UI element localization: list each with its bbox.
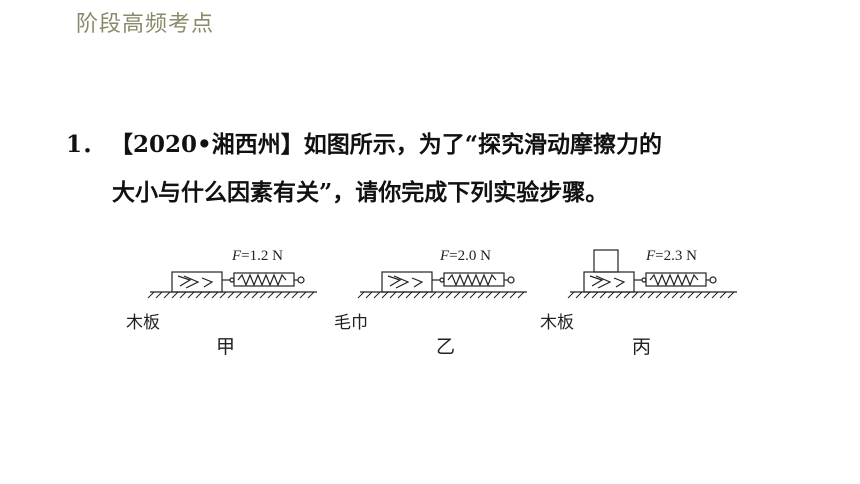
ground-hatch xyxy=(147,291,315,299)
question-number: 1． xyxy=(66,131,106,158)
spring-scale xyxy=(645,272,717,287)
ground-hatch xyxy=(357,291,525,299)
figure-caption: 乙 xyxy=(436,336,455,358)
force-reading: =1.2 N xyxy=(241,248,283,264)
figure-caption: 甲 xyxy=(216,336,235,358)
force-symbol: F xyxy=(231,248,242,264)
header-bar: 阶段高频考点 xyxy=(0,0,860,40)
wood-block xyxy=(381,271,433,293)
figure-jia: F=1.2 N 木板 甲 xyxy=(126,248,317,358)
wood-block xyxy=(171,271,223,293)
wood-block xyxy=(583,271,635,293)
weight-block xyxy=(593,249,619,273)
force-reading: =2.3 N xyxy=(655,248,697,264)
svg-text:F=1.2 N: F=1.2 N xyxy=(231,248,283,264)
spring-scale xyxy=(233,272,305,287)
spring-scale xyxy=(443,272,515,287)
svg-text:F=2.3 N: F=2.3 N xyxy=(645,248,697,264)
ground-hatch xyxy=(567,291,735,299)
force-symbol: F xyxy=(645,248,656,264)
surface-label: 木板 xyxy=(540,313,574,333)
force-reading: =2.0 N xyxy=(449,248,491,264)
experiment-figures: F=1.2 N 木板 甲 xyxy=(112,240,752,360)
figure-yi: F=2.0 N 毛巾 乙 xyxy=(334,248,527,358)
surface-label: 毛巾 xyxy=(334,313,368,333)
section-title: 阶段高频考点 xyxy=(76,12,215,37)
figure-bing: F=2.3 N 木板 丙 xyxy=(540,248,737,358)
question-text-line2: 大小与什么因素有关”，请你完成下列实验步骤。 xyxy=(112,179,609,206)
svg-text:F=2.0 N: F=2.0 N xyxy=(439,248,491,264)
figure-caption: 丙 xyxy=(632,336,651,358)
question-text-line1: 【2020•湘西州】如图所示，为了“探究滑动摩擦力的 xyxy=(110,131,662,158)
force-symbol: F xyxy=(439,248,450,264)
surface-label: 木板 xyxy=(126,313,160,333)
